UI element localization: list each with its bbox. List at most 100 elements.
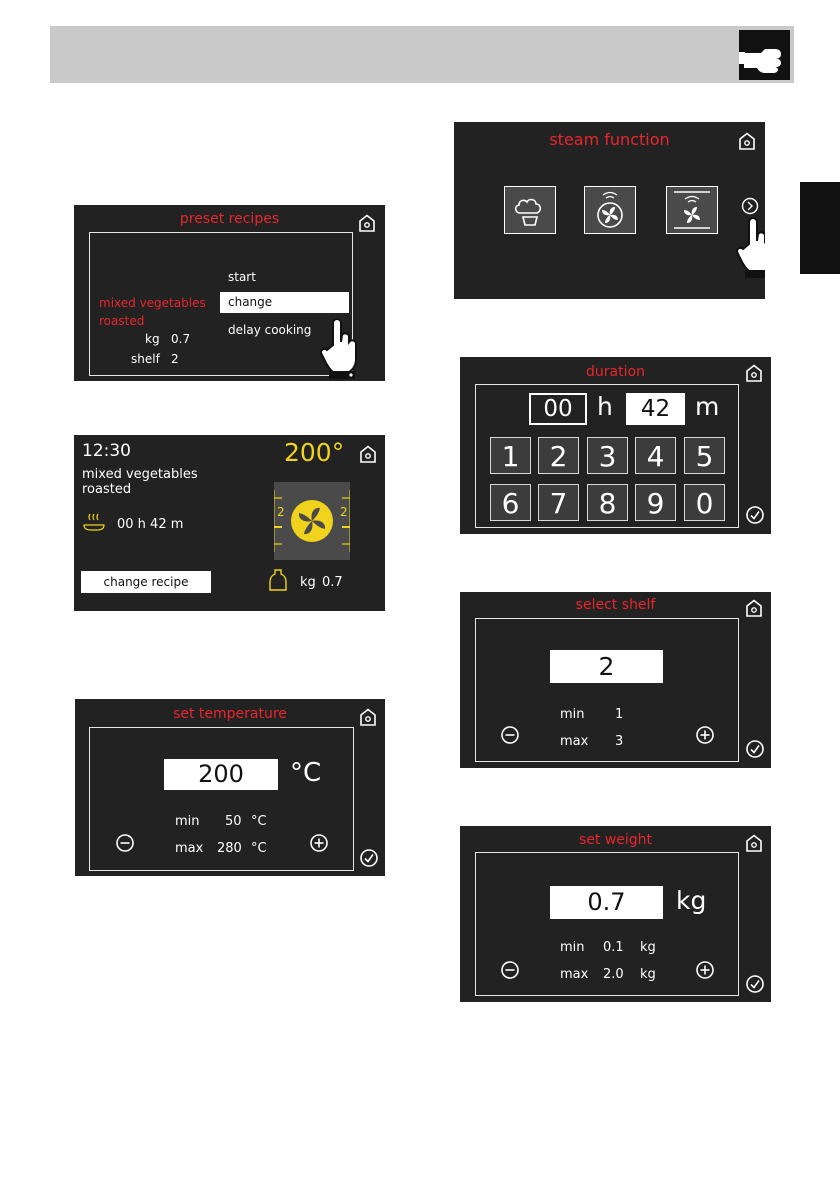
max-unit: kg <box>640 967 656 982</box>
increase-icon[interactable] <box>309 833 329 853</box>
recipe-name-line2: roasted <box>99 314 145 328</box>
shelf-value-display[interactable]: 2 <box>550 650 663 683</box>
page-header-bar <box>50 26 794 83</box>
confirm-icon[interactable] <box>745 974 765 994</box>
keypad-key-6[interactable]: 6 <box>490 484 531 521</box>
decrease-icon[interactable] <box>115 833 135 853</box>
decrease-icon[interactable] <box>500 960 520 980</box>
min-label: min <box>560 707 585 722</box>
content-frame <box>475 852 739 996</box>
keypad-key-9[interactable]: 9 <box>635 484 676 521</box>
menu-item-start[interactable]: start <box>228 270 256 284</box>
button-label: change recipe <box>103 575 189 589</box>
steam-cooking-icon[interactable] <box>504 186 556 234</box>
menu-item-label: change <box>228 295 273 309</box>
decrease-icon[interactable] <box>500 725 520 745</box>
keypad-key-2[interactable]: 2 <box>538 437 579 474</box>
max-value: 280 <box>217 841 242 856</box>
weight-icon <box>269 568 287 592</box>
recipe-name-line1: mixed vegetables <box>82 467 198 482</box>
recipe-name-line1: mixed vegetables <box>99 296 206 310</box>
cooking-duration: 00 h 42 m <box>117 517 184 532</box>
keypad-key-8[interactable]: 8 <box>587 484 628 521</box>
content-frame <box>89 232 353 376</box>
minutes-label: m <box>695 392 720 421</box>
weight-label: kg <box>145 332 160 346</box>
increase-icon[interactable] <box>695 725 715 745</box>
shelf-right-number: 2 <box>340 505 348 519</box>
confirm-icon[interactable] <box>745 505 765 525</box>
keypad-key-5[interactable]: 5 <box>684 437 725 474</box>
temperature-unit: °C <box>290 758 322 788</box>
weight-value: 0.7 <box>171 332 191 346</box>
minutes-field[interactable]: 42 <box>626 393 685 425</box>
home-icon[interactable] <box>744 833 764 853</box>
change-recipe-button[interactable]: change recipe <box>81 571 211 593</box>
screen-title: preset recipes <box>179 211 280 227</box>
keypad-key-1[interactable]: 1 <box>490 437 531 474</box>
chapter-tab <box>800 182 840 274</box>
set-weight-screen: set weight 0.7 kg min 0.1 kg max 2.0 kg <box>460 826 771 1002</box>
home-icon[interactable] <box>358 444 378 464</box>
screen-title: steam function <box>549 130 670 149</box>
min-label: min <box>560 940 585 955</box>
max-label: max <box>560 734 589 749</box>
shelf-value: 2 <box>171 352 179 366</box>
temperature-value-display[interactable]: 200 <box>164 759 278 790</box>
select-shelf-screen: select shelf 2 min 1 max 3 <box>460 592 771 768</box>
max-label: max <box>175 841 204 856</box>
screen-title: select shelf <box>575 597 656 613</box>
duration-screen: duration 00 h 42 m 1 2 3 4 5 6 7 8 9 0 <box>460 357 771 534</box>
hours-label: h <box>597 392 613 421</box>
steam-function-screen: steam function <box>454 122 765 299</box>
cooking-status-screen: 12:30 mixed vegetables roasted 200° 00 h… <box>74 435 385 611</box>
keypad-key-0[interactable]: 0 <box>684 484 725 521</box>
confirm-icon[interactable] <box>359 848 379 868</box>
increase-icon[interactable] <box>695 960 715 980</box>
pointing-hand-icon <box>739 30 790 80</box>
min-unit: kg <box>640 940 656 955</box>
menu-item-change[interactable]: change <box>220 292 349 313</box>
hours-field[interactable]: 00 <box>529 393 587 425</box>
shelf-label: shelf <box>131 352 160 366</box>
screen-title: set weight <box>578 832 653 848</box>
home-icon[interactable] <box>744 598 764 618</box>
max-value: 3 <box>615 734 624 749</box>
weight-unit: kg <box>676 886 707 915</box>
min-value: 0.1 <box>603 940 624 955</box>
keypad-key-3[interactable]: 3 <box>587 437 628 474</box>
shelf-left-number: 2 <box>277 505 285 519</box>
fan-steam-icon[interactable] <box>584 186 636 234</box>
menu-item-delay-cooking[interactable]: delay cooking <box>228 323 312 337</box>
fan-shelf-icon <box>274 482 350 560</box>
weight-label: kg <box>300 575 316 590</box>
cooking-pot-icon <box>82 511 106 535</box>
keypad-key-4[interactable]: 4 <box>635 437 676 474</box>
max-value: 2.0 <box>603 967 624 982</box>
screen-title: duration <box>586 364 645 380</box>
clock-time: 12:30 <box>82 441 131 461</box>
home-icon[interactable] <box>744 363 764 383</box>
hand-pointer-icon <box>736 214 765 278</box>
fan-grill-steam-icon[interactable] <box>666 186 718 234</box>
min-value: 1 <box>615 707 624 722</box>
keypad-key-7[interactable]: 7 <box>538 484 579 521</box>
set-temperature-screen: set temperature 200 °C min 50 °C max 280… <box>75 699 385 876</box>
min-value: 50 <box>225 814 242 829</box>
home-icon[interactable] <box>358 707 378 727</box>
chevron-right-icon[interactable] <box>741 197 759 215</box>
max-label: max <box>560 967 589 982</box>
weight-value: 0.7 <box>322 575 343 590</box>
max-unit: °C <box>251 841 267 856</box>
home-icon[interactable] <box>737 131 757 151</box>
temperature-value: 200° <box>284 438 345 467</box>
preset-recipes-screen: preset recipes start change delay cookin… <box>74 205 385 381</box>
recipe-name-line2: roasted <box>82 482 132 497</box>
content-frame <box>475 618 739 762</box>
screen-title: set temperature <box>173 706 287 722</box>
home-icon[interactable] <box>357 213 377 233</box>
content-frame <box>89 727 354 871</box>
content-frame <box>475 384 739 528</box>
confirm-icon[interactable] <box>745 739 765 759</box>
weight-value-display[interactable]: 0.7 <box>550 886 663 919</box>
